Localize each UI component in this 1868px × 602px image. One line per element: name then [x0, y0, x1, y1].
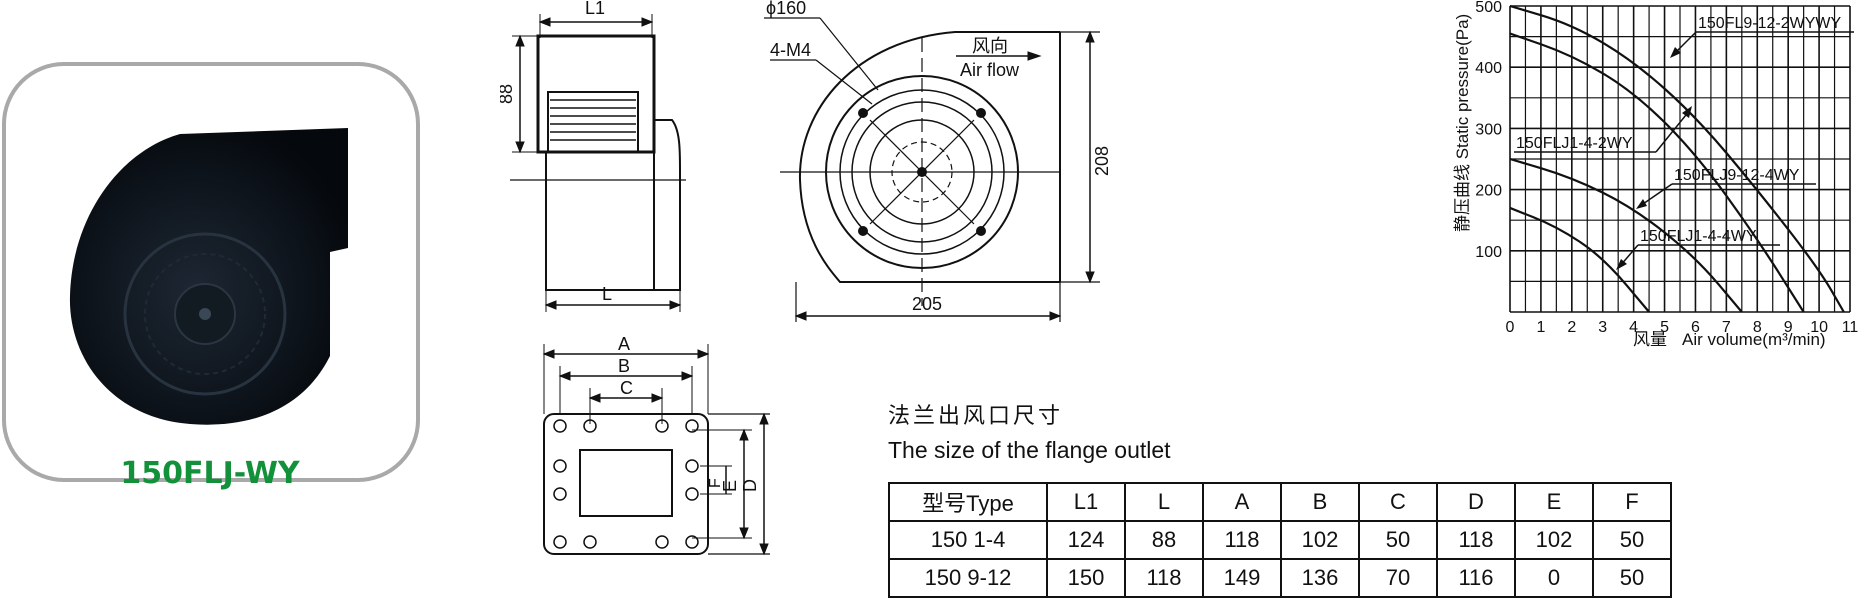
flange-label-e: E [720, 480, 740, 492]
x-tick-label: 0 [1506, 319, 1515, 336]
airflow-en-label: Air flow [960, 60, 1020, 80]
table-cell: 118 [1124, 558, 1204, 598]
curve-label-150flj1-4-2wy: 150FLJ1-4-2WY [1516, 135, 1633, 152]
side-view-drawing: L1 L 88 [500, 0, 686, 312]
curve-label-150flj1-4-4wy: 150FLJ1-4-4WY [1640, 228, 1757, 245]
table-row: 150 1-4 124 88 118 102 50 118 102 50 [888, 520, 1672, 560]
x-tick-label: 8 [1753, 319, 1762, 336]
curve-label-3: 150FLJ9-12-4WY [1636, 167, 1816, 209]
table-cell: 150 9-12 [888, 558, 1048, 598]
table-header-row: 型号Type L1 L A B C D E F [888, 482, 1672, 522]
header-c: C [1358, 482, 1438, 522]
model-label: 150FLJ-WY [120, 456, 300, 491]
blower-housing-image [69, 128, 348, 425]
y-tick-label: 500 [1475, 0, 1502, 16]
y-axis-label: 静压曲线 Static pressure(Pa) [1453, 14, 1472, 232]
table-cell: 124 [1046, 520, 1126, 560]
table-cell: 118 [1436, 520, 1516, 560]
product-photo [2, 62, 420, 482]
flange-title-cn: 法兰出风口尺寸 [888, 404, 1064, 429]
curve-series-1 [1509, 4, 1845, 313]
flange-label-c: C [620, 378, 633, 398]
flange-label-f: F [707, 478, 724, 488]
dim-208-label: 208 [1092, 146, 1112, 176]
y-tick-label: 400 [1475, 60, 1502, 77]
front-view-drawing: ϕ160 4-M4 风向 Air flow 208 205 [764, 0, 1112, 322]
table-cell: 50 [1358, 520, 1438, 560]
flange-label-b: B [618, 356, 630, 376]
table-cell: 150 1-4 [888, 520, 1048, 560]
y-tick-label: 300 [1475, 121, 1502, 138]
table-cell: 88 [1124, 520, 1204, 560]
table-row: 150 9-12 150 118 149 136 70 116 0 50 [888, 558, 1672, 598]
header-l1: L1 [1046, 482, 1126, 522]
table-cell: 150 [1046, 558, 1126, 598]
flange-title-en: The size of the flange outlet [888, 437, 1171, 463]
x-tick-label: 2 [1567, 319, 1576, 336]
curve-series-3 [1509, 157, 1743, 313]
x-tick-label: 1 [1536, 319, 1545, 336]
x-tick-label: 10 [1810, 319, 1828, 336]
x-tick-label: 3 [1598, 319, 1607, 336]
header-f: F [1592, 482, 1672, 522]
header-d: D [1436, 482, 1516, 522]
curve-label-150flj9-12-4wy: 150FLJ9-12-4WY [1674, 167, 1800, 184]
curve-label-1: 150FL9-12-2WYWY [1670, 15, 1854, 58]
x-axis-label-en: Air volume(m³/min) [1682, 330, 1826, 349]
header-e: E [1514, 482, 1594, 522]
table-cell: 118 [1202, 520, 1282, 560]
table-cell: 50 [1592, 520, 1672, 560]
y-tick-label: 100 [1475, 244, 1502, 261]
curve-label-2: 150FLJ1-4-2WY [1514, 106, 1692, 153]
dim-88-label: 88 [500, 84, 516, 104]
table-cell: 102 [1514, 520, 1594, 560]
curve-label-4: 150FLJ1-4-4WY [1616, 228, 1780, 270]
header-l: L [1124, 482, 1204, 522]
dim-l1-label: L1 [585, 0, 605, 18]
x-tick-label: 6 [1691, 319, 1700, 336]
curve-series-2 [1509, 32, 1805, 313]
chart-grid [1509, 5, 1851, 313]
x-tick-label: 4 [1629, 319, 1638, 336]
flange-drawing: A B C D E F [542, 334, 770, 556]
flange-label-d: D [740, 479, 760, 492]
x-tick-label: 7 [1722, 319, 1731, 336]
x-tick-label: 9 [1784, 319, 1793, 336]
table-cell: 50 [1592, 558, 1672, 598]
header-a: A [1202, 482, 1282, 522]
table-cell: 0 [1514, 558, 1594, 598]
y-tick-label: 200 [1475, 183, 1502, 200]
curve-series-4 [1509, 206, 1650, 313]
dim-diameter-label: ϕ160 [766, 0, 806, 18]
table-cell: 136 [1280, 558, 1360, 598]
x-tick-label: 11 [1842, 319, 1859, 336]
header-b: B [1280, 482, 1360, 522]
chart-curves [1509, 4, 1845, 313]
x-axis-label-cn: 风量 [1633, 330, 1667, 349]
flange-dimension-table: 型号Type L1 L A B C D E F 150 1-4 124 88 1… [888, 482, 1672, 598]
table-cell: 149 [1202, 558, 1282, 598]
curve-label-150fl9-12-2wywy: 150FL9-12-2WYWY [1698, 15, 1841, 32]
header-type: 型号Type [888, 482, 1048, 522]
x-tick-label: 5 [1660, 319, 1669, 336]
table-cell: 70 [1358, 558, 1438, 598]
dim-205-label: 205 [912, 294, 942, 314]
dim-l-label: L [602, 284, 612, 304]
table-cell: 116 [1436, 558, 1516, 598]
airflow-cn-label: 风向 [972, 36, 1008, 56]
performance-chart: 0 1 2 3 4 5 6 7 8 9 10 11 100 200 300 400 500 静压曲线 Stati… [1453, 0, 1858, 349]
dim-holes-label: 4-M4 [770, 40, 811, 60]
flange-label-a: A [618, 334, 630, 354]
chart-ticks: 0 1 2 3 4 5 6 7 8 9 10 11 100 200 300 400 500 [1475, 0, 1858, 336]
table-cell: 102 [1280, 520, 1360, 560]
